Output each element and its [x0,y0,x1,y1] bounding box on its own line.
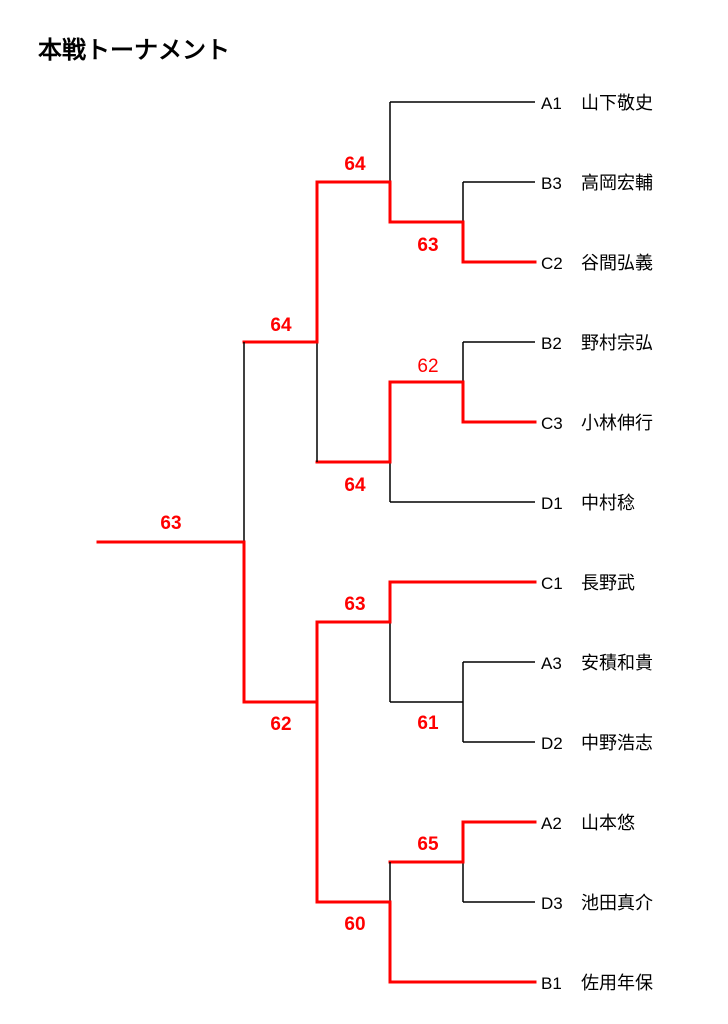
player-name: 山下敬史 [581,93,653,114]
player-name: 池田真介 [581,893,653,914]
score: 63 [344,594,365,615]
player-seed: B1 [541,974,562,993]
player-entry: C3 小林伸行 [541,413,653,434]
player-name: 佐用年保 [581,973,653,994]
score: 65 [417,834,439,855]
player-name: 長野武 [581,573,635,594]
player-seed: C1 [541,574,563,593]
player-entry: D2 中野浩志 [541,733,653,754]
player-seed: C3 [541,414,563,433]
player-seed: B3 [541,174,562,193]
player-entry: A2 山本悠 [541,813,635,834]
player-name: 野村宗弘 [581,333,653,354]
player-seed: D3 [541,894,563,913]
player-list: A1 山下敬史 B3 高岡宏輔 C2 谷間弘義 B2 野村宗弘 C3 小林伸行 D1 中村稔 C1 長野武… [541,93,653,994]
score: 63 [417,235,438,256]
player-entry: D3 池田真介 [541,893,653,914]
player-entry: D1 中村稔 [541,493,635,514]
player-name: 谷間弘義 [581,253,653,274]
score: 64 [344,475,366,496]
player-seed: C2 [541,254,563,273]
page-title: 本戦トーナメント [38,36,230,64]
score: 60 [344,914,365,935]
player-entry: B1 佐用年保 [541,973,653,994]
bracket-lines [96,101,537,984]
player-name: 小林伸行 [581,413,653,434]
player-entry: B3 高岡宏輔 [541,173,653,194]
player-seed: A1 [541,94,562,113]
score: 64 [270,315,292,336]
player-seed: D2 [541,734,563,753]
score: 61 [417,713,439,734]
player-name: 高岡宏輔 [581,173,653,194]
player-seed: A3 [541,654,562,673]
scores: 63 64 62 64 64 63 63 61 65 60 62 [160,154,439,935]
score: 64 [344,154,366,175]
player-entry: A3 安積和貴 [541,653,653,674]
player-name: 中村稔 [581,493,635,514]
player-name: 山本悠 [581,813,635,834]
player-seed: D1 [541,494,563,513]
player-name: 安積和貴 [581,653,653,674]
player-entry: C2 谷間弘義 [541,253,653,274]
player-entry: A1 山下敬史 [541,93,653,114]
player-entry: B2 野村宗弘 [541,333,653,354]
score: 63 [160,513,181,534]
player-seed: A2 [541,814,562,833]
score: 62 [270,714,291,735]
score: 62 [417,356,438,377]
player-seed: B2 [541,334,562,353]
player-name: 中野浩志 [581,733,653,754]
player-entry: C1 長野武 [541,573,635,594]
